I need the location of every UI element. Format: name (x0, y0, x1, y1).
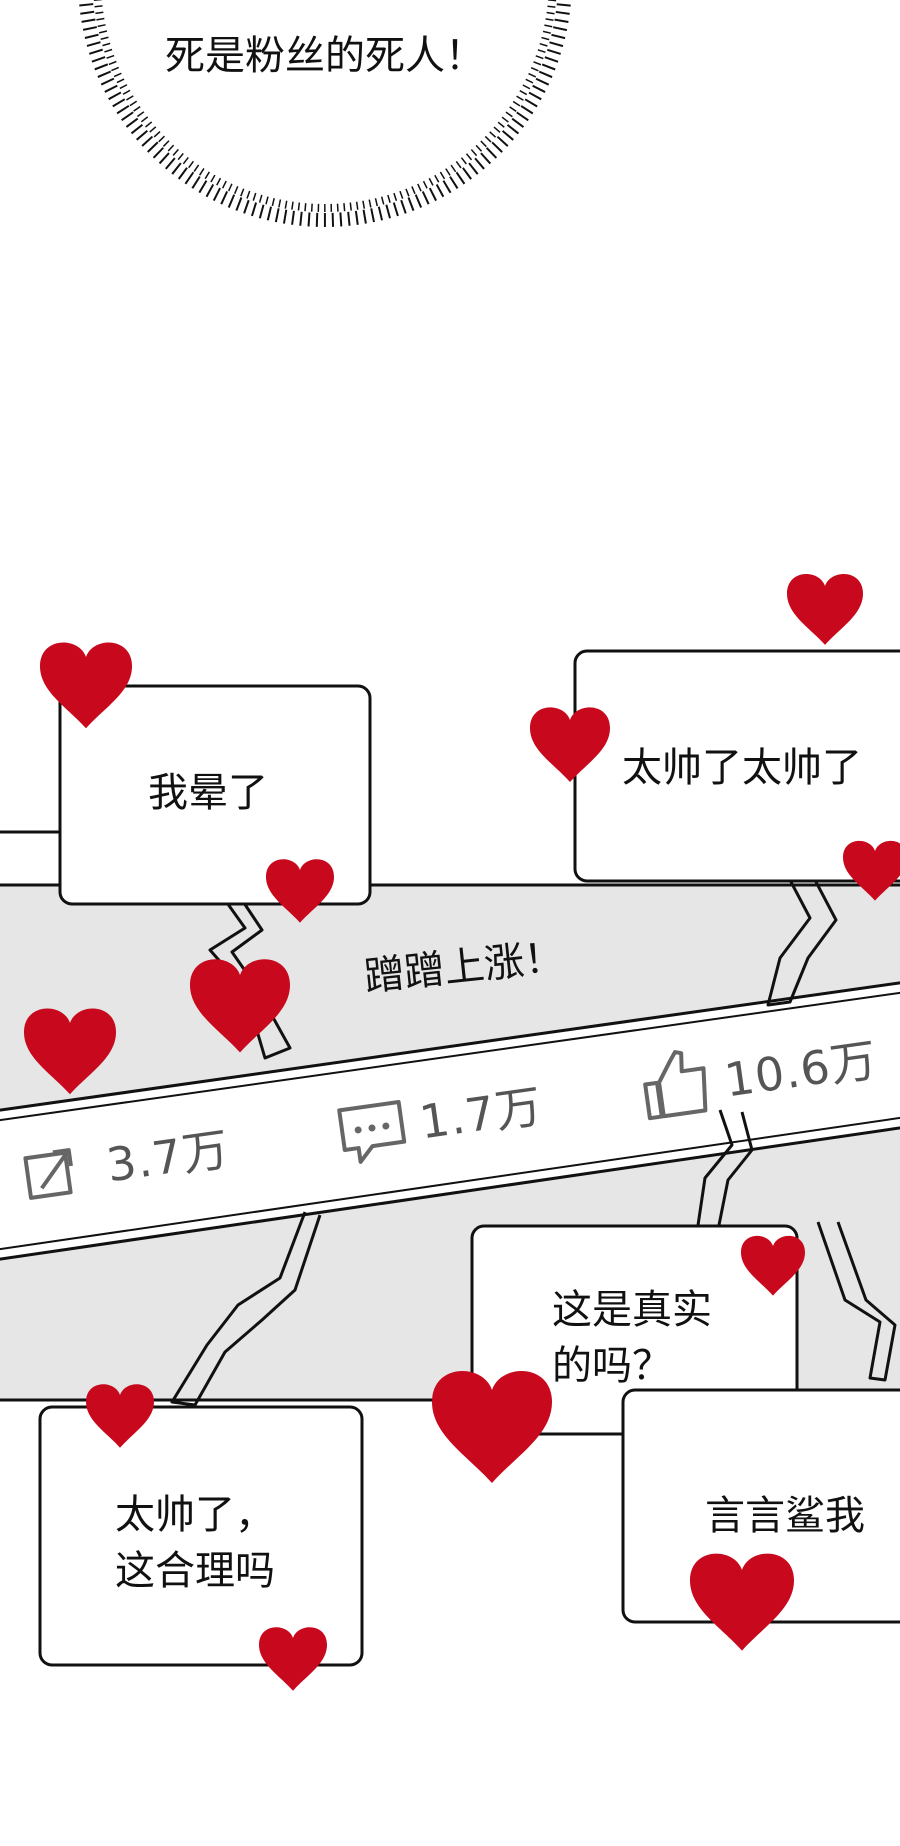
bubble-text-reasonable-2: 这合理吗 (115, 1548, 275, 1594)
shout-text: 死是粉丝的死人！ (165, 33, 485, 79)
bubble-text-dizzy: 我晕了 (148, 770, 268, 816)
bubble-text-is-it-real-2: 的吗？ (552, 1343, 672, 1389)
bubble-text-so-handsome: 太帅了太帅了 (622, 745, 862, 791)
bubble-text-is-it-real-1: 这是真实 (552, 1287, 712, 1333)
bubble-text-yan-yan: 言言鲨我 (705, 1493, 865, 1539)
thumbs-up-icon (643, 1050, 708, 1121)
share-icon (23, 1148, 73, 1200)
heart-icon (787, 573, 863, 645)
speech-bubbles (38, 649, 900, 1667)
shout-burst (78, 0, 572, 227)
bubble-text-reasonable-1: 太帅了， (115, 1492, 275, 1538)
comment-icon (337, 1100, 407, 1164)
bubble-tails (170, 879, 897, 1407)
